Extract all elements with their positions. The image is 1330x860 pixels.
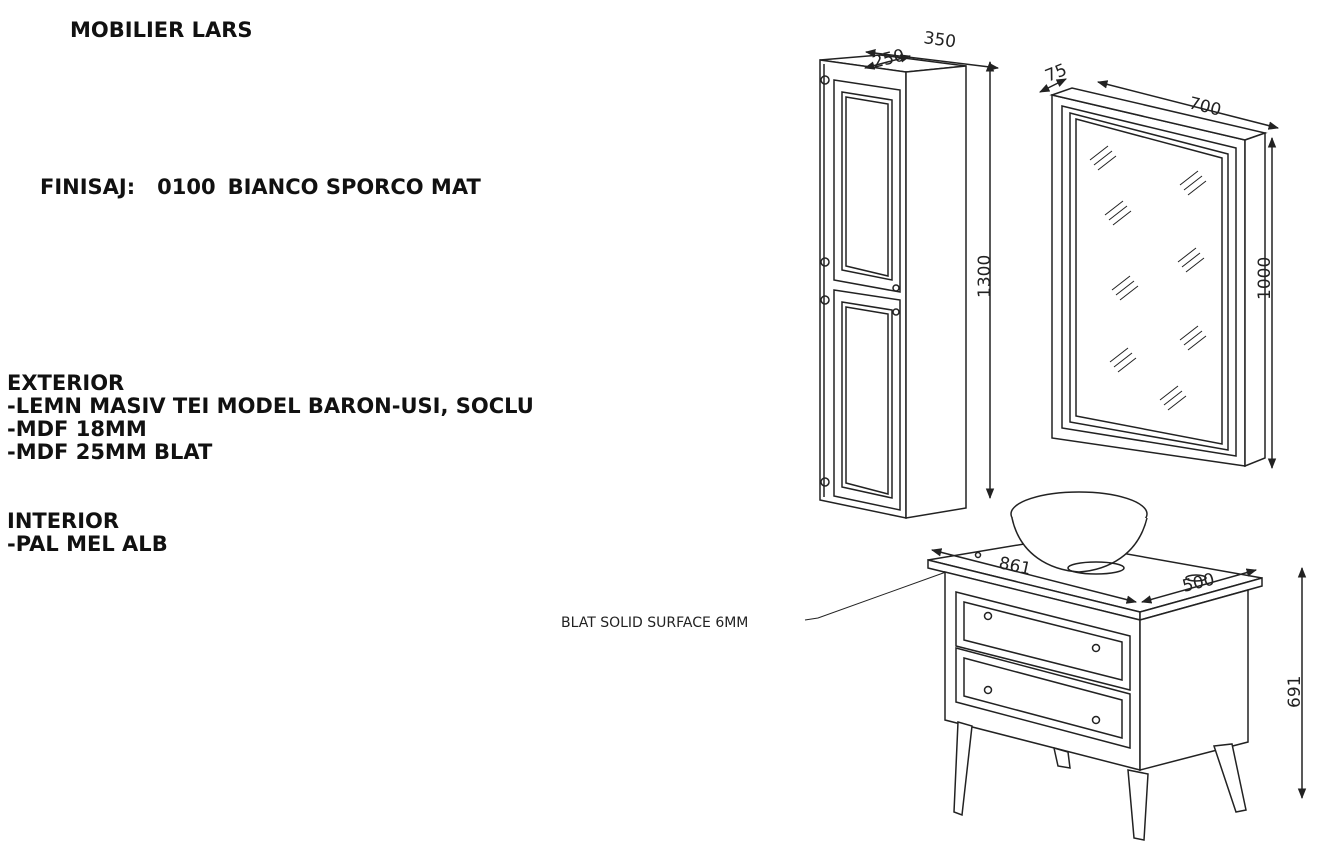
mirror-frame-depth-dimension [1039, 78, 1067, 93]
vanity-depth-dimension [1140, 568, 1258, 604]
page-title: MOBILIER LARS [70, 18, 253, 42]
finish-name: BIANCO SPORCO MAT [227, 175, 481, 199]
mirror-drawing [1039, 78, 1280, 470]
cabinet-depth-inner-dimension [863, 54, 912, 70]
exterior-item: -LEMN MASIV TEI MODEL BARON-USI, SOCLU [7, 394, 534, 418]
mirror-height-label: 1000 [1255, 257, 1275, 300]
finish-spec: FINISAJ: 0100 BIANCO SPORCO MAT [40, 175, 481, 199]
cabinet-height-label: 1300 [975, 255, 995, 298]
top-note-label: BLAT SOLID SURFACE 6MM [561, 615, 748, 631]
exterior-item: -MDF 18MM [7, 417, 147, 441]
exterior-item: -MDF 25MM BLAT [7, 440, 213, 464]
interior-heading: INTERIOR [7, 509, 120, 533]
finish-label: FINISAJ: [40, 175, 136, 199]
vanity-height-label: 691 [1285, 676, 1305, 708]
mirror-frame-depth-label: 75 [1042, 60, 1070, 87]
interior-spec: INTERIOR -PAL MEL ALB [7, 510, 168, 556]
exterior-spec: EXTERIOR -LEMN MASIV TEI MODEL BARON-USI… [7, 372, 534, 464]
top-note-leader [804, 571, 947, 621]
mirror-width-dimension [1096, 80, 1280, 130]
exterior-heading: EXTERIOR [7, 371, 125, 395]
interior-item: -PAL MEL ALB [7, 532, 168, 556]
finish-code: 0100 [157, 175, 216, 199]
column-cabinet-drawing [819, 48, 1000, 519]
vanity-drawing [804, 491, 1307, 841]
cabinet-depth-inner-label: 250 [870, 46, 906, 73]
vanity-width-dimension [930, 548, 1138, 604]
cabinet-depth-outer-label: 350 [922, 28, 957, 52]
